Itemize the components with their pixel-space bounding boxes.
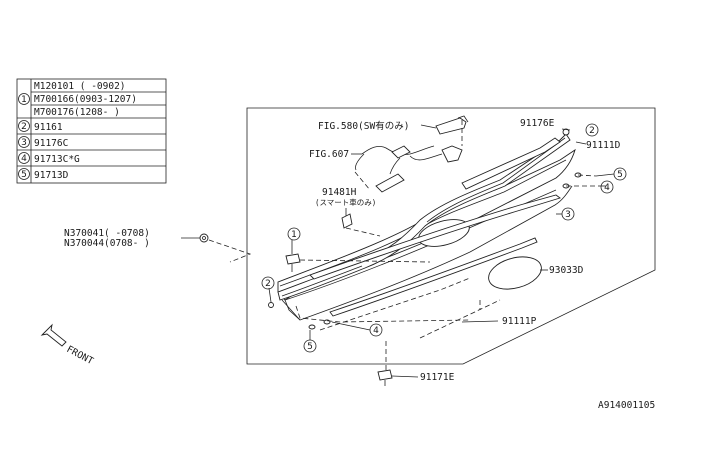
label-91481h-note: (スマート車のみ) [315, 197, 376, 207]
callout-5-upper: 5 [613, 167, 627, 181]
callout-1-num: 1 [291, 230, 297, 240]
legend-2-part: 91161 [34, 122, 63, 133]
solid-leaders [181, 124, 615, 378]
callout-5-lower-num: 5 [307, 342, 313, 352]
lower-rail [329, 237, 538, 317]
callout-2-upper-num: 2 [589, 126, 595, 136]
callout-4-upper-num: 4 [604, 183, 610, 193]
front-arrow: FRONT [40, 323, 96, 367]
label-fig607: FIG.607 [309, 149, 349, 160]
label-93033d: 93033D [549, 265, 584, 276]
sensor-bracket [341, 213, 353, 229]
legend-num-1: 1 [21, 95, 27, 105]
assembly-boundary [246, 107, 656, 365]
callout-2-lower: 2 [261, 276, 275, 290]
callout-2-upper: 2 [585, 123, 599, 137]
label-n370044: N370044(0708- ) [64, 238, 150, 249]
legend-1-line-2: M700166(0903-1207) [34, 94, 137, 105]
clip-part-1 [285, 253, 301, 272]
label-fig580: FIG.580(SW有のみ) [318, 120, 409, 132]
wiring-harness [355, 115, 469, 193]
label-91481h: 91481H [322, 187, 357, 198]
legend-1-line-1: M120101 ( -0902) [34, 81, 126, 92]
callout-1: 1 [287, 227, 301, 241]
legend-num-4: 4 [21, 154, 27, 164]
clip-91713d-lower [308, 324, 316, 330]
front-label: FRONT [65, 344, 96, 367]
label-91171e: 91171E [420, 372, 455, 383]
callout-4-lower: 4 [369, 323, 383, 337]
legend-3-part: 91176C [34, 138, 68, 149]
legend-1-line-3: M700176(1208- ) [34, 107, 120, 118]
callout-3: 3 [561, 207, 575, 221]
callout-4-lower-num: 4 [373, 326, 379, 336]
legend-num-2: 2 [21, 122, 27, 132]
lower-molding-strip [309, 194, 561, 280]
legend-num-5: 5 [21, 170, 27, 180]
callout-5-upper-num: 5 [617, 170, 623, 180]
label-n370041: N370041( -0708) [64, 228, 150, 239]
label-91111p: 91111P [502, 316, 537, 327]
drawing-code: A914001105 [598, 400, 655, 411]
emblem-93033d [488, 256, 542, 290]
clip-91161-lower [268, 302, 274, 308]
legend-num-3: 3 [21, 138, 27, 148]
fastener-91171e [377, 369, 393, 386]
clip-91161-upper [562, 128, 570, 136]
callout-2-lower-num: 2 [265, 279, 271, 289]
callout-3-num: 3 [565, 210, 571, 220]
legend-5-part: 91713D [34, 170, 69, 181]
label-91176e: 91176E [520, 118, 555, 129]
parts-legend-table: 1 M120101 ( -0902) M700166(0903-1207) M7… [16, 78, 167, 184]
upper-garnish-strip [461, 137, 561, 190]
callout-4-upper: 4 [600, 180, 614, 194]
legend-4-part: 91713C*G [34, 154, 80, 165]
nut-n370041 [199, 233, 209, 243]
callout-5-lower: 5 [303, 339, 317, 353]
label-91111d: 91111D [586, 140, 621, 151]
dashed-leaders [208, 120, 598, 370]
